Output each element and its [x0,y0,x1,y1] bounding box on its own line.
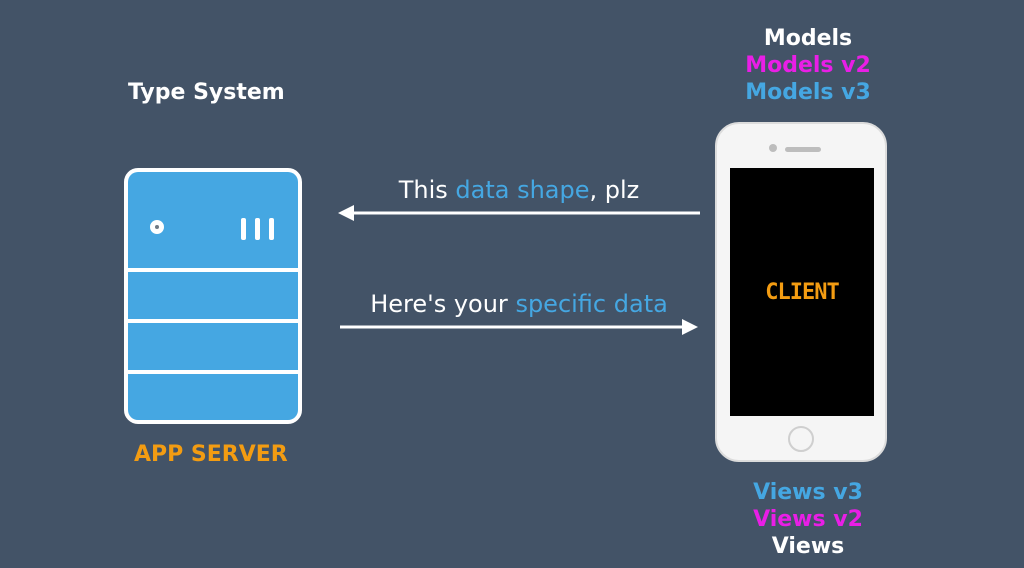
vent-lines-icon [241,218,275,240]
client-phone-icon: CLIENT [715,122,887,462]
home-button-icon [788,426,814,452]
response-text-before: Here's your [370,290,516,318]
request-text-highlight: data shape [455,176,590,204]
server-unit [128,272,298,319]
request-text-after: , plz [589,176,640,204]
speaker-icon [785,147,821,152]
views-label: Views [771,534,845,559]
request-arrow [338,205,700,221]
views-v3-label: Views v3 [753,480,863,505]
app-server-label: APP SERVER [134,442,288,467]
phone-screen: CLIENT [730,168,874,416]
views-v2-label: Views v2 [753,507,863,532]
response-label: Here's your specific data [340,290,698,318]
power-light-icon [150,220,164,234]
response-arrow [340,319,698,335]
request-text-before: This [398,176,456,204]
type-system-heading: Type System [128,80,285,105]
models-label: Models [763,26,853,51]
response-text-highlight: specific data [515,290,668,318]
models-v3-label: Models v3 [745,80,871,105]
client-label: CLIENT [765,280,839,305]
server-unit [128,323,298,370]
camera-icon [769,144,777,152]
server-unit-top [128,172,298,268]
request-label: This data shape, plz [340,176,698,204]
arrows [338,205,700,335]
app-server-icon [124,168,302,424]
models-v2-label: Models v2 [745,53,871,78]
server-unit [128,374,298,420]
